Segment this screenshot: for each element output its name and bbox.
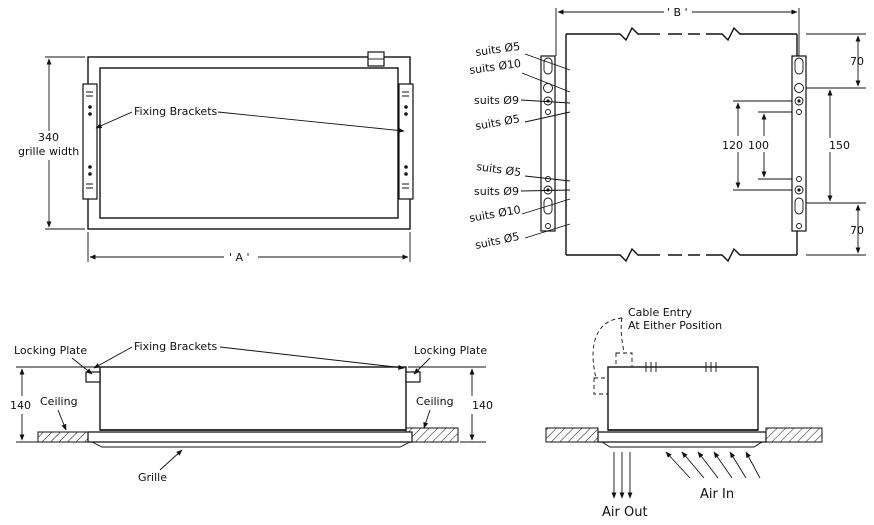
- bracket-detail-view: ' B ' 70 70 150 120 100 suits Ø5 s: [468, 6, 866, 263]
- label-suits-10-a: suits Ø10: [469, 57, 522, 77]
- label-suits-5-a: suits Ø5: [475, 40, 521, 59]
- side-unit-body: [99, 366, 407, 431]
- label-suits-5-c: suits Ø5: [476, 160, 522, 179]
- air-in-label: Air In: [700, 487, 734, 502]
- ceiling-right: [405, 427, 459, 443]
- cable-entry-side: [593, 377, 609, 395]
- grille-outline: [87, 56, 411, 230]
- dim-150: 150: [829, 139, 850, 152]
- dim-b-label: ' B ': [667, 6, 688, 19]
- side-fixing-brackets-label: Fixing Brackets: [134, 340, 218, 353]
- air-out-label: Air Out: [602, 505, 648, 520]
- cable-entry-top: [615, 352, 633, 368]
- dim-100: 100: [748, 139, 769, 152]
- grille-label: Grille: [138, 471, 167, 484]
- airflow-grille: [597, 431, 767, 443]
- locking-plate-left-label: Locking Plate: [14, 344, 87, 357]
- label-suits-9-b: suits Ø9: [474, 185, 519, 198]
- dim-140-right: 140: [472, 399, 493, 412]
- detail-bracket-right: [791, 55, 807, 232]
- side-view: 140 140 Locking Plate Locking Plate Fixi…: [10, 340, 493, 484]
- airflow-ceiling-left: [545, 427, 599, 443]
- dim-70-top: 70: [850, 55, 864, 68]
- cable-entry-line1: Cable Entry: [628, 306, 692, 319]
- dim-140-left: 140: [10, 399, 31, 412]
- detail-bracket-left: [540, 55, 556, 232]
- dim-340-sub: grille width: [18, 145, 79, 158]
- dim-70-bottom: 70: [850, 224, 864, 237]
- front-fixing-brackets-label: Fixing Brackets: [134, 105, 218, 118]
- airflow-ceiling-right: [765, 427, 823, 443]
- dim-a-label: ' A ': [229, 251, 250, 264]
- hole-labels-top: suits Ø5 suits Ø10 suits Ø9 suits Ø5: [469, 40, 571, 133]
- dim-340-value: 340: [38, 131, 59, 144]
- label-suits-9-a: suits Ø9: [474, 94, 519, 107]
- ceiling-right-label: Ceiling: [416, 395, 454, 408]
- label-suits-10-b: suits Ø10: [468, 203, 521, 225]
- front-bracket-right: [398, 83, 414, 200]
- locking-plate-right: [405, 371, 421, 383]
- dim-120: 120: [722, 139, 743, 152]
- front-bracket-left: [82, 83, 98, 200]
- ceiling-left-label: Ceiling: [40, 395, 78, 408]
- front-view: Fixing Brackets 340 grille width ' A ': [18, 51, 414, 264]
- label-suits-5-d: suits Ø5: [474, 230, 521, 252]
- unit-body-outline: [99, 67, 399, 219]
- locking-plate-right-label: Locking Plate: [414, 344, 487, 357]
- airflow-view: Cable Entry At Either Position Air Out A…: [545, 306, 823, 520]
- side-grille: [87, 431, 413, 443]
- label-suits-5-b: suits Ø5: [474, 112, 521, 133]
- locking-plate-left: [85, 371, 101, 383]
- cable-entry-line2: At Either Position: [628, 319, 722, 332]
- airflow-unit-body: [607, 366, 759, 431]
